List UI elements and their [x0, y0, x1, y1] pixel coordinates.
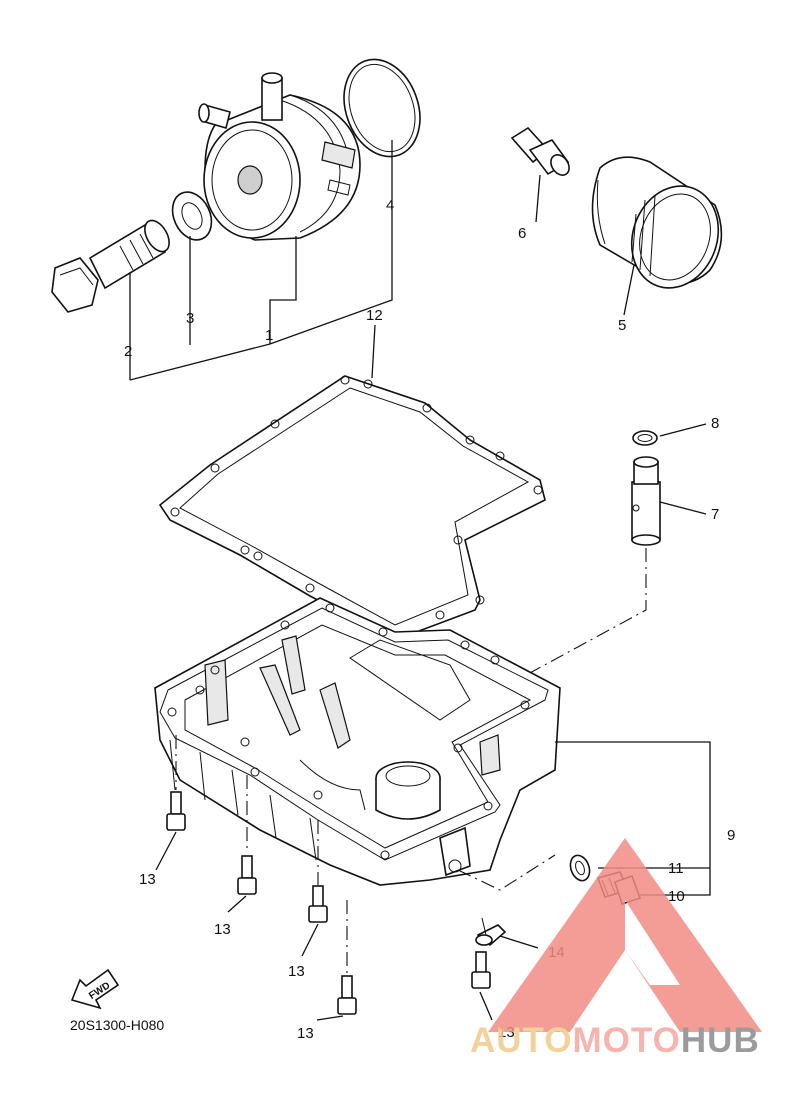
label-13: 13 — [214, 921, 231, 938]
label-13: 13 — [297, 1025, 314, 1042]
label-9: 9 — [727, 827, 735, 844]
oil-filter-fitting — [510, 126, 570, 176]
hose-clip — [475, 917, 507, 947]
pan-bolt — [166, 791, 186, 831]
pan-bolt — [471, 951, 491, 989]
label-13: 13 — [288, 963, 305, 980]
label-1: 1 — [265, 327, 273, 344]
oil-strainer-pipe — [631, 456, 661, 546]
pan-bolt — [337, 975, 357, 1015]
svg-text:AUTOMOTOHUB: AUTOMOTOHUB — [470, 1021, 760, 1060]
oil-pan — [154, 597, 561, 886]
label-4: 4 — [386, 197, 394, 214]
oil-cooler — [198, 72, 361, 241]
diagram-code: 20S1300-H080 — [70, 1017, 164, 1033]
watermark-auto: AUTO — [470, 1021, 573, 1060]
leader-lines — [129, 140, 711, 949]
drain-washer — [569, 854, 591, 882]
o-ring — [343, 58, 421, 158]
label-5: 5 — [618, 317, 626, 334]
forward-arrow-icon: FWD — [70, 968, 120, 1010]
oil-pan-gasket — [158, 375, 546, 641]
bolt-leader-lines — [155, 831, 493, 1021]
label-11: 11 — [668, 860, 684, 877]
label-13: 13 — [139, 871, 156, 888]
union-bolt — [51, 219, 170, 313]
automotohub-watermark: AUTOMOTOHUB — [470, 838, 762, 1060]
oil-filter — [591, 156, 723, 289]
label-10: 10 — [668, 888, 685, 905]
watermark-moto: MOTO — [573, 1021, 681, 1060]
label-8: 8 — [711, 415, 719, 432]
washer — [171, 191, 213, 241]
pan-bolt — [237, 855, 257, 895]
small-o-ring — [632, 430, 658, 446]
label-7: 7 — [711, 506, 719, 523]
label-2: 2 — [124, 343, 132, 360]
label-3: 3 — [186, 310, 194, 327]
label-6: 6 — [518, 225, 526, 242]
label-12: 12 — [366, 307, 383, 324]
watermark-triangle-icon — [488, 838, 762, 1032]
watermark-hub: HUB — [681, 1021, 760, 1060]
pan-bolt — [308, 885, 328, 923]
